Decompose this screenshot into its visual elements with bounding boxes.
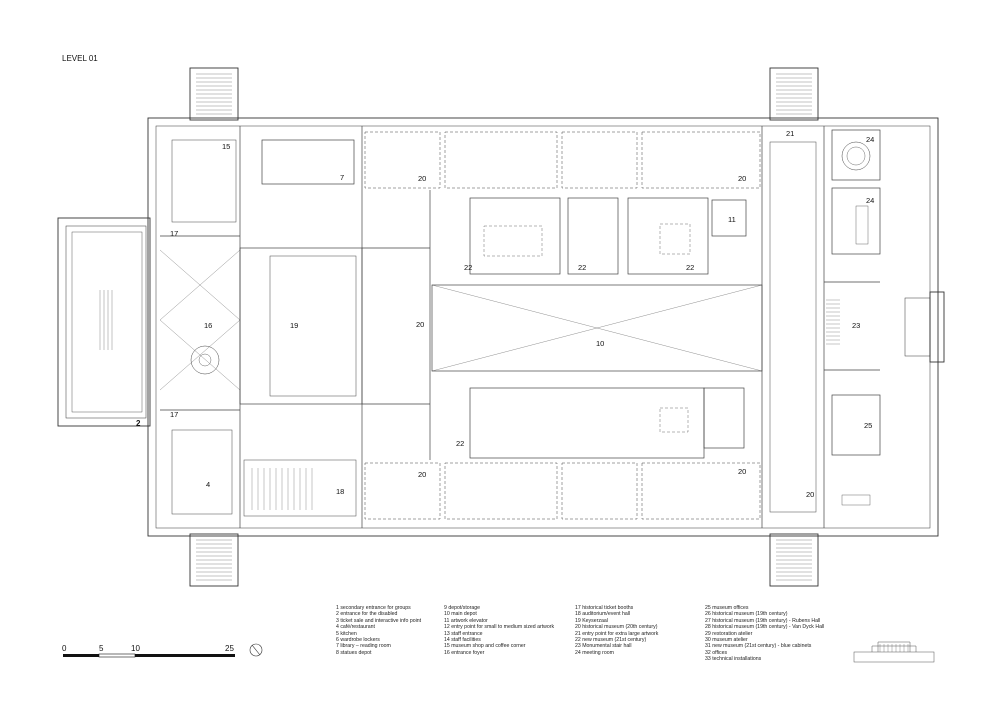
room-label: 24 <box>866 135 874 144</box>
room-label: 19 <box>290 321 298 330</box>
room-label: 20 <box>416 320 424 329</box>
room-label: 21 <box>786 129 794 138</box>
legend-item: 23 Monumental stair hall <box>575 643 632 650</box>
room-label: 18 <box>336 487 344 496</box>
legend-item: 27 historical museum (19th century) - Ru… <box>705 617 821 624</box>
room-label: 20 <box>418 174 426 183</box>
legend-item: 17 historical ticket booths <box>575 605 634 611</box>
room-label: 22 <box>464 263 472 272</box>
scale-tick-label: 0 <box>62 644 67 653</box>
legend-item: 25 museum offices <box>705 605 749 611</box>
room-label: 10 <box>596 339 604 348</box>
scale-tick-label: 25 <box>225 644 234 653</box>
room-label: 23 <box>852 321 860 330</box>
legend-item: 22 new museum (21st century) <box>575 637 647 644</box>
legend-item: 30 museum atelier <box>705 637 748 644</box>
legend-item: 8 statues depot <box>336 649 372 656</box>
room-label: 20 <box>806 490 814 499</box>
room-label: 20 <box>738 467 746 476</box>
legend-column-3: 17 historical ticket booths 18 auditoriu… <box>575 605 658 656</box>
room-label: 22 <box>686 263 694 272</box>
legend-item: 12 entry point for small to medium sized… <box>444 624 555 631</box>
room-label: 11 <box>728 215 736 224</box>
legend-item: 16 entrance foyer <box>444 649 485 656</box>
legend-item: 1 secondary entrance for groups <box>336 605 411 611</box>
legend-item: 20 historical museum (20th century) <box>575 624 658 631</box>
room-label: 17 <box>170 410 178 419</box>
legend-item: 10 main depot <box>444 611 477 618</box>
legend-item: 29 restoration atelier <box>705 630 753 637</box>
stair-hatching <box>99 73 812 581</box>
legend-item: 6 wardrobe lockers <box>336 637 380 644</box>
legend-item: 2 entrance for the disabled <box>336 611 398 618</box>
legend-item: 13 staff entrance <box>444 630 483 637</box>
scale-tick-label: 5 <box>99 644 104 653</box>
legend-item: 33 technical installations <box>705 656 762 663</box>
legend-item: 11 artwork elevator <box>444 617 488 624</box>
legend-item: 31 new museum (21st century) - blue cabi… <box>705 643 812 650</box>
legend-item: 7 library – reading room <box>336 643 391 650</box>
legend-item: 26 historical museum (19th century) <box>705 611 788 618</box>
room-label: 7 <box>340 173 344 182</box>
room-label: 17 <box>170 229 178 238</box>
legend-item: 14 staff facilities <box>444 637 481 644</box>
room-label: 22 <box>456 439 464 448</box>
legend-column-4: 25 museum offices 26 historical museum (… <box>705 605 824 663</box>
elevation-thumbnail <box>853 641 935 663</box>
room-label: 22 <box>578 263 586 272</box>
room-label: 16 <box>204 321 212 330</box>
room-label: 4 <box>206 480 210 489</box>
scale-bar: 0 5 10 25 <box>62 644 235 658</box>
legend-item: 18 auditorium/event hall <box>575 611 631 618</box>
legend-item: 28 historical museum (19th century) - Va… <box>705 624 825 631</box>
legend-item: 5 kitchen <box>336 630 357 637</box>
legend-item: 32 offices <box>705 649 728 656</box>
room-label: 15 <box>222 142 230 151</box>
legend-item: 19 Keyserzaal <box>575 617 608 624</box>
building-outline <box>57 67 945 587</box>
legend-item: 3 ticket sale and interactive info point <box>336 617 422 624</box>
legend-item: 24 meeting room <box>575 649 614 656</box>
plan-title: LEVEL 01 <box>62 54 98 63</box>
room-label: 24 <box>866 196 874 205</box>
room-label: 20 <box>738 174 746 183</box>
legend-item: 21 entry point for extra large artwork <box>575 630 659 637</box>
room-label: 2 <box>136 419 141 428</box>
room-numbers: 15 7 20 20 21 24 24 17 11 22 22 22 16 19… <box>136 129 874 499</box>
room-label: 20 <box>418 470 426 479</box>
legend-column-1: 1 secondary entrance for groups 2 entran… <box>336 605 421 656</box>
scale-tick-label: 10 <box>131 644 140 653</box>
interior-walls <box>159 126 881 528</box>
legend-item: 15 museum shop and coffee corner <box>444 643 526 650</box>
north-arrow-icon <box>249 643 263 657</box>
room-label: 25 <box>864 421 872 430</box>
legend-item: 9 depot/storage <box>444 605 481 611</box>
legend-column-2: 9 depot/storage 10 main depot 11 artwork… <box>444 605 554 656</box>
legend-item: 4 café/restaurant <box>336 624 375 631</box>
